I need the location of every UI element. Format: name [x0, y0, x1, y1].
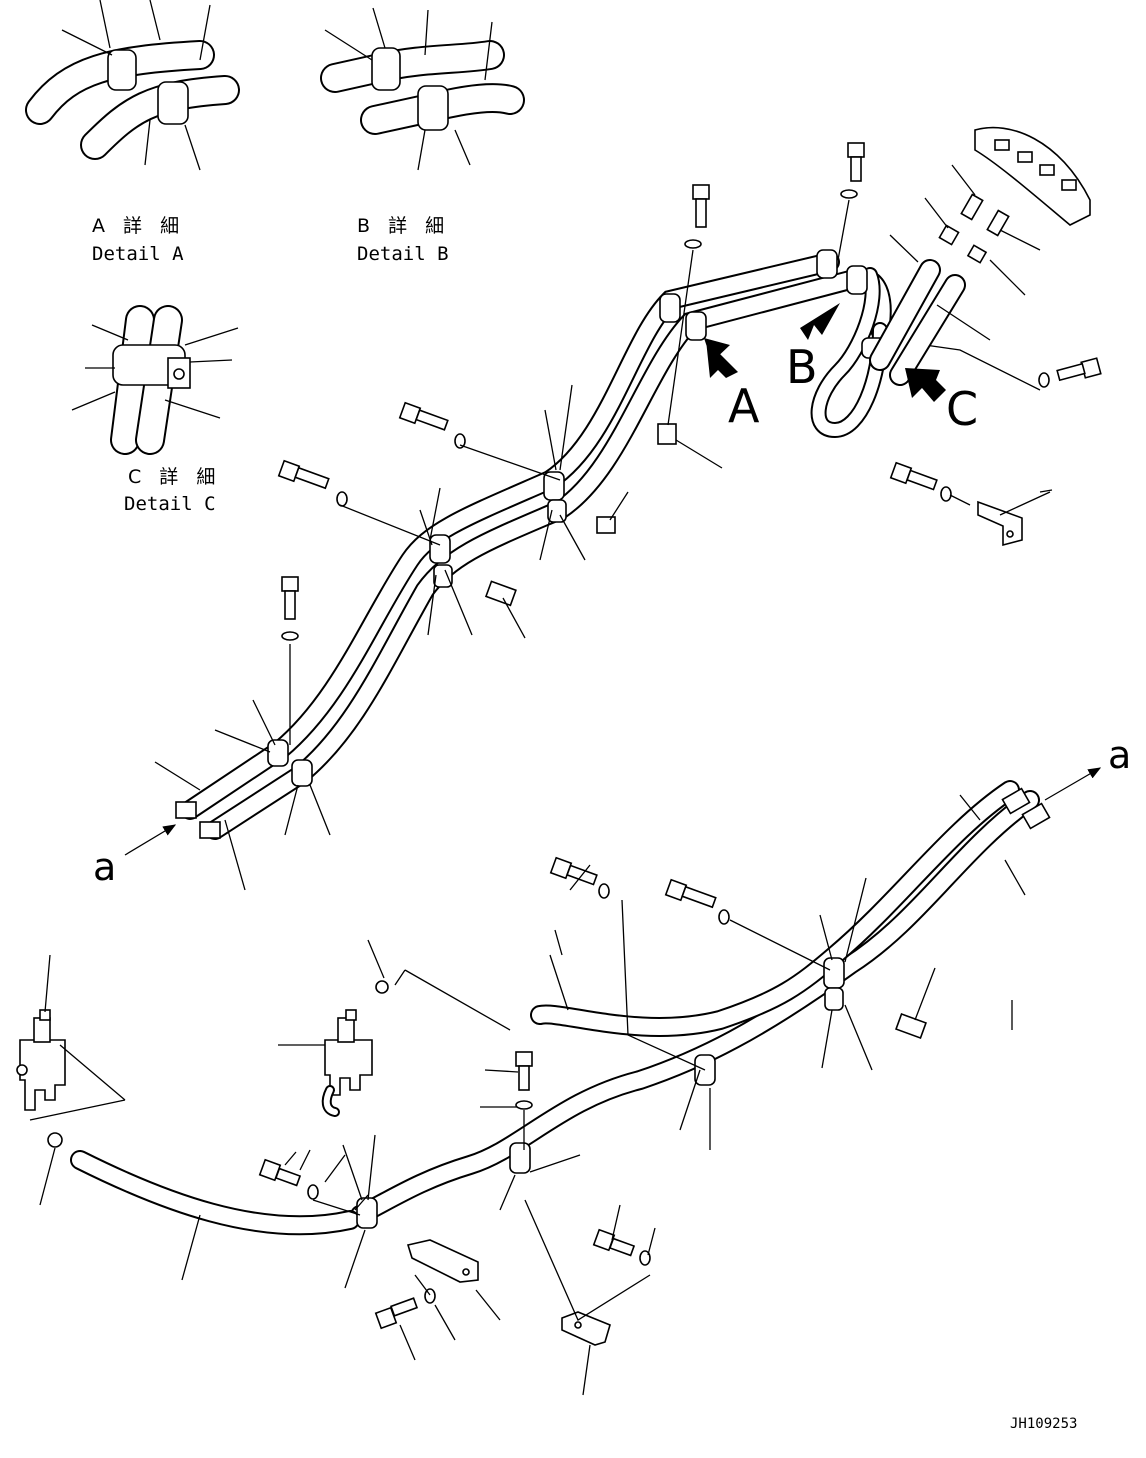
detail-c-title-jp: C 詳 細	[128, 466, 221, 488]
spacer-3	[657, 423, 677, 445]
detail-a-view: A 詳 細 Detail A	[25, 0, 240, 265]
detail-b-clamp-lower	[417, 85, 449, 131]
spacer-4	[895, 1013, 927, 1039]
clamp-8	[824, 987, 844, 1011]
spacer-1	[484, 580, 517, 607]
hose-end-cap-a4	[1021, 802, 1051, 830]
clamp-2a	[429, 534, 451, 564]
bracket-1	[977, 500, 1023, 547]
view-label-c: C	[946, 382, 978, 436]
clamp-1b	[291, 759, 313, 787]
view-arrow-b	[800, 303, 840, 340]
detail-a-clamp-upper	[107, 49, 137, 91]
hose-end-cap-a2	[199, 821, 221, 839]
upper-hose-assembly: A B C a	[93, 126, 1102, 891]
clamp-5b	[846, 265, 868, 295]
spacer-2	[596, 516, 616, 534]
detail-b-clamp-upper	[371, 47, 401, 91]
bolt-12	[592, 1228, 651, 1266]
bolt-4	[277, 459, 348, 507]
connection-arrow-a-right	[1044, 767, 1102, 801]
upper-hose-2	[205, 268, 892, 840]
detail-c-view: C 詳 細 Detail C	[71, 305, 239, 515]
hose-end-cap-a3	[1001, 787, 1031, 815]
connection-arrow-a-left	[124, 824, 177, 856]
detail-b-view: B 詳 細 Detail B	[320, 7, 525, 265]
hose-end-cap-a1	[175, 801, 197, 819]
bolt-9	[664, 878, 730, 925]
lower-hose-assembly: a	[16, 489, 1131, 1396]
bolt-3	[840, 142, 865, 199]
view-arrow-c	[905, 368, 946, 402]
clamp-4b	[685, 311, 707, 341]
drawing-number: JH109253	[1010, 1416, 1077, 1432]
bolt-1	[281, 576, 299, 641]
detail-a-clamp-lower	[157, 81, 189, 125]
detail-a-title-en: Detail A	[92, 243, 184, 265]
bracket-3	[561, 1311, 611, 1346]
detail-a-title-jp: A 詳 細	[92, 215, 185, 237]
bolt-5	[398, 401, 466, 449]
clamp-1a	[267, 739, 289, 767]
clamp-7	[823, 957, 845, 989]
bolt-2	[684, 184, 710, 249]
bolt-7	[1038, 357, 1102, 388]
clamp-4a	[659, 293, 681, 323]
bolt-10	[515, 1051, 533, 1110]
valve-center	[321, 1009, 373, 1117]
bracket-2	[406, 1239, 479, 1283]
valve-left	[16, 1009, 66, 1111]
connection-mark-a-right: a	[1108, 733, 1131, 777]
bolt-6	[889, 461, 952, 502]
bolt-13	[374, 1288, 436, 1330]
clamp-2b	[433, 564, 453, 588]
view-arrow-a	[704, 338, 738, 378]
hose-clip-2	[47, 1132, 63, 1148]
connection-mark-a-left: a	[93, 845, 116, 889]
fitting-block	[938, 126, 1091, 264]
view-label-b: B	[786, 340, 818, 394]
hose-clip-1	[375, 980, 389, 994]
detail-c-title-en: Detail C	[124, 493, 216, 515]
clamp-10	[509, 1142, 531, 1174]
clamp-3b	[547, 499, 567, 523]
clamp-3a	[543, 471, 565, 501]
clamp-11	[356, 1197, 378, 1229]
detail-b-title-jp: B 詳 細	[357, 215, 450, 237]
view-label-a: A	[728, 379, 760, 433]
detail-b-title-en: Detail B	[357, 243, 449, 265]
bolt-11	[258, 1158, 319, 1200]
clamp-5a	[816, 249, 838, 279]
